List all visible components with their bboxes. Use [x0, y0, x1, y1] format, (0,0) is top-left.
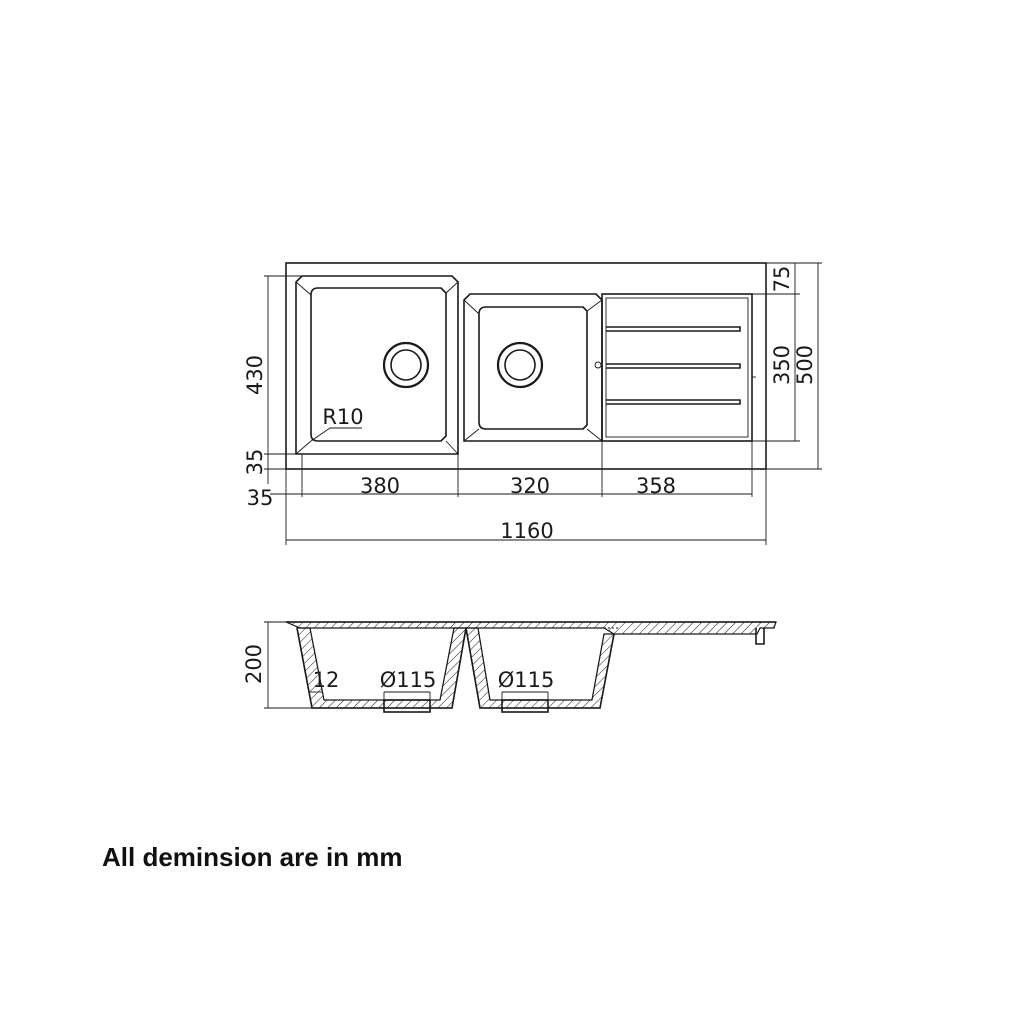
waste-outlet-section-1: [383, 699, 431, 713]
top-dimensions: [264, 262, 822, 545]
waste-outlet-small: [496, 341, 544, 389]
dim-section-height: 200: [242, 644, 266, 684]
dim-total-width: 1160: [500, 519, 553, 543]
dim-bowl1-width: 380: [360, 474, 400, 498]
dim-waste2-diameter: Ø115: [498, 668, 555, 692]
drainer: [601, 293, 756, 442]
dim-bowl2-width: 320: [510, 474, 550, 498]
top-view: [264, 262, 822, 545]
waste-outlet-large: [382, 341, 430, 389]
waste-outlet-section-2: [501, 699, 549, 713]
units-note: All deminsion are in mm: [102, 842, 403, 872]
dim-corner-radius: R10: [322, 405, 363, 429]
dim-waste1-diameter: Ø115: [380, 668, 437, 692]
dim-drainer-width: 358: [636, 474, 676, 498]
dim-front-offset: 35: [243, 449, 267, 476]
dim-inner-depth: 350: [770, 345, 794, 385]
dim-total-depth: 500: [793, 345, 817, 385]
sink-outline: [285, 262, 767, 470]
bowl-large: [295, 275, 459, 455]
dim-left-offset: 35: [247, 486, 274, 510]
dim-back-rim: 75: [770, 266, 794, 293]
radius-leader: [310, 427, 331, 442]
dim-bowl-depth: 430: [243, 355, 267, 395]
dim-wall-thickness: 12: [313, 668, 340, 692]
bowl-small: [463, 293, 603, 442]
section-view: [264, 621, 777, 713]
